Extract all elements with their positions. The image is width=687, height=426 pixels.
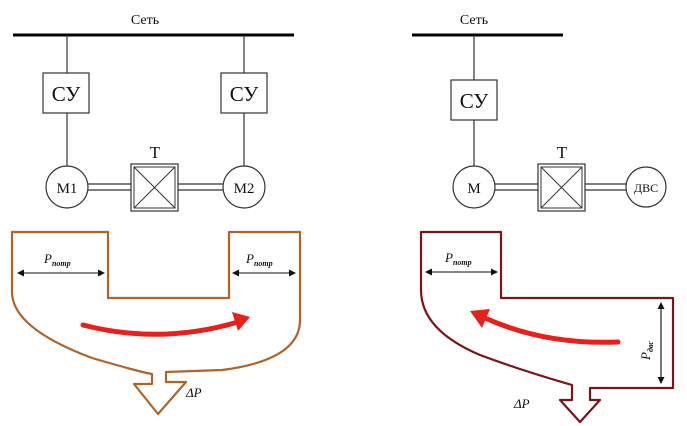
left-loss-label: ΔP [185, 385, 202, 400]
left-energy-flow-outline [10, 230, 302, 416]
right-engine [625, 166, 667, 208]
right-shaft-1 [495, 183, 538, 191]
right-scheme: Сеть СУ M T ДВС Pпотр [412, 13, 675, 424]
right-engine-label: ДВС [634, 181, 658, 195]
left-consumer-power-label-2: Pпотр [245, 251, 273, 268]
right-energy-flow-outline [419, 230, 675, 424]
left-transmission-box [130, 163, 179, 212]
right-shaft-2 [585, 183, 626, 191]
right-power-flow-arrow [482, 315, 621, 345]
left-transmission-label: T [150, 143, 161, 162]
right-network-label: Сеть [460, 13, 488, 28]
right-engine-power-label: Pдвс [638, 341, 655, 361]
left-motor-2-label: M2 [234, 181, 255, 197]
left-consumer-power-label-1: Pпотр [43, 251, 71, 268]
right-transmission-box [537, 163, 586, 212]
right-motor-label: M [467, 181, 480, 197]
left-motor-1-label: M1 [57, 181, 78, 197]
left-scheme: Сеть СУ M1 СУ M2 T [10, 13, 302, 416]
left-control-unit-2-label: СУ [230, 82, 259, 106]
right-control-unit [450, 79, 498, 121]
svg-text:Pдвс: Pдвс [638, 341, 655, 361]
left-control-unit-1 [42, 72, 90, 114]
left-control-unit-1-label: СУ [52, 82, 81, 106]
right-loss-label: ΔP [513, 396, 530, 411]
left-motor-2 [222, 165, 266, 209]
left-power-flow-arrowhead [232, 312, 250, 331]
right-power-flow-arrowhead [470, 309, 490, 328]
left-network-label: Сеть [131, 13, 159, 28]
left-shaft-2 [178, 183, 223, 191]
right-transmission-label: T [557, 143, 568, 162]
right-motor [452, 165, 496, 209]
left-power-flow-arrow [80, 319, 241, 337]
left-motor-1 [45, 165, 89, 209]
left-shaft-1 [88, 183, 131, 191]
right-consumer-power-label: Pпотр [444, 250, 472, 267]
right-control-unit-label: СУ [460, 89, 489, 113]
left-control-unit-2 [220, 72, 268, 114]
